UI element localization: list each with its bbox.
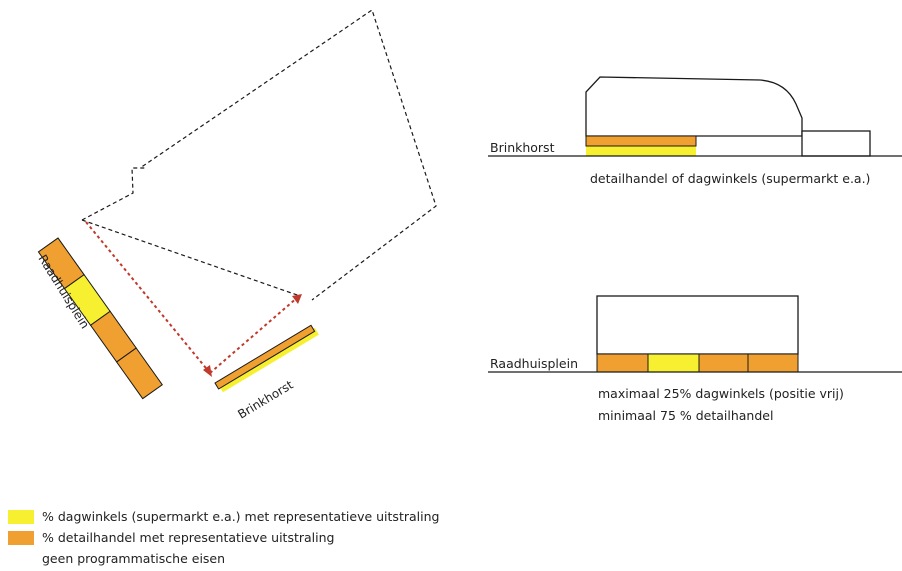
section-bottom-street: Raadhuisplein (490, 356, 578, 371)
building-outline-bottom (596, 295, 799, 355)
legend-item-dagwinkels: % dagwinkels (supermarkt e.a.) met repre… (8, 506, 439, 527)
site-diagonal-line (81, 219, 301, 297)
legend-item-geen-eisen: geen programmatische eisen (8, 548, 439, 569)
building-outline-top (585, 76, 803, 137)
ground-yellow-top (586, 146, 696, 156)
legend-label: % dagwinkels (supermarkt e.a.) met repre… (42, 509, 440, 524)
arrow-brinkhorst (209, 296, 299, 374)
legend: % dagwinkels (supermarkt e.a.) met repre… (8, 506, 439, 569)
ground-segment-1 (596, 353, 649, 373)
brinkhorst-label: Brinkhorst (235, 378, 296, 422)
section-top-caption: detailhandel of dagwinkels (supermarkt e… (590, 171, 870, 186)
brinkhorst-strip (214, 324, 319, 393)
section-bottom: Raadhuisplein maximaal 25% dagwinkels (p… (488, 295, 902, 423)
section-bottom-caption-2: minimaal 75 % detailhandel (598, 408, 773, 423)
section-bottom-caption-1: maximaal 25% dagwinkels (positie vrij) (598, 386, 844, 401)
section-top: Brinkhorst detailhandel of dagwinkels (s… (488, 76, 902, 186)
annex-building-top (801, 130, 871, 157)
strip-segment-4 (115, 347, 163, 400)
legend-swatch-yellow (8, 509, 34, 524)
arrowhead-brinkhorst (292, 294, 302, 304)
arrow-raadhuisplein (85, 221, 211, 374)
ground-segment-4 (747, 353, 799, 373)
site-outline (81, 9, 437, 301)
legend-item-detailhandel: % detailhandel met representatieve uitst… (8, 527, 439, 548)
brinkhorst-orange-band (214, 324, 316, 390)
ground-orange-top (585, 135, 697, 147)
section-top-street: Brinkhorst (490, 140, 555, 155)
legend-label: % detailhandel met representatieve uitst… (42, 530, 335, 545)
arrowhead-raadhuisplein (203, 365, 212, 377)
legend-swatch-white (8, 551, 34, 566)
legend-label: geen programmatische eisen (42, 551, 226, 566)
ground-segment-3 (698, 353, 749, 373)
raadhuisplein-strip (37, 237, 163, 400)
legend-swatch-orange (8, 530, 34, 545)
ground-segment-2 (647, 353, 700, 373)
